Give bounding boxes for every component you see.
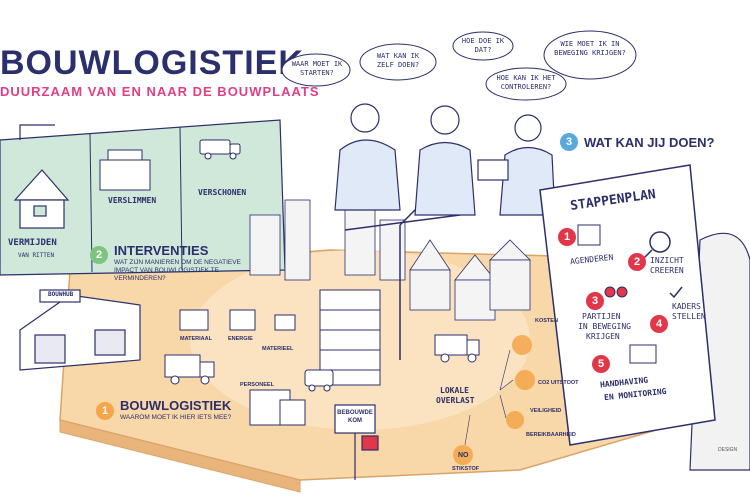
section-2-subtitle: WAT ZIJN MANIEREN OM DE NEGATIEVE IMPACT… [114,259,241,282]
label-stikstof: STIKSTOF [452,466,480,472]
section-1-subtitle: WAAROM MOET IK HIER IETS MEE? [120,414,232,421]
calendar-icon [577,224,601,246]
house-icon [13,169,70,229]
section-2-title: INTERVENTIES [114,243,209,258]
section-3-title: WAT KAN JIJ DOEN? [584,135,715,150]
bouwhub-building [19,289,141,371]
section-3-number: 3 [560,133,578,151]
thought-clouds [281,30,637,101]
step-4-label-1: KADERS [672,302,701,311]
step-2-label-2: CREEREN [650,266,684,275]
monitor-icon [629,344,657,364]
label-kosten: KOSTEN [535,318,558,324]
city-sign [334,404,379,480]
label-veiligheid: VEILIGHEID [530,408,562,414]
page-subtitle: DUURZAAM VAN EN NAAR DE BOUWPLAATS [0,84,320,99]
label-energie: ENERGIE [228,336,253,342]
sign-line-2: KOM [348,418,362,424]
check-icon [669,286,683,299]
apartment-block [319,289,381,386]
hub-building-icon [99,149,151,191]
label-lokale: LOKALE [440,386,469,395]
label-bereikbaarheid: BEREIKBAARHEID [526,432,576,438]
truck-left [164,354,215,385]
van-icon [199,139,241,160]
impact-icons [453,335,535,465]
design-credit: DESIGN [718,447,738,453]
label-verslimmen: VERSLIMMEN [108,196,157,205]
step-1-number: 1 [558,228,576,246]
bubble-text-4: HOE KAN IK HET CONTROLEREN? [496,74,556,91]
step-2-number: 2 [628,253,646,271]
bouwhub-label: BOUWHUB [48,291,74,298]
page-title: BOUWLOGISTIEK [0,44,304,82]
sign-line-1: BEBOUWDE [337,410,373,416]
van-small [304,369,334,392]
step-5-number: 5 [592,355,610,373]
bubble-text-2: WAT KAN IK ZELF DOEN? [376,52,420,69]
step-3-label-3: KRIJGEN [586,332,620,341]
label-van-ritten: VAN RITTEN [18,252,55,259]
person-left [334,103,401,211]
section-1-number: 1 [96,402,114,420]
section-2-number: 2 [90,246,108,264]
step-3-number: 3 [586,292,604,310]
step-3-label-2: IN BEWEGING [578,322,631,331]
people-icon [604,286,628,298]
bubble-text-3: HOE DOE IK DAT? [461,37,505,54]
section-1-title: BOUWLOGISTIEK [120,398,232,413]
truck-right [434,334,480,363]
step-3-label-1: PARTIJEN [582,312,621,321]
person-middle [414,105,476,216]
step-4-number: 4 [650,315,668,333]
step-2-label-1: INZICHT [650,256,684,265]
materials-boxes [179,309,306,426]
label-vermijden: VERMIJDEN [8,238,57,248]
label-overlast: OVERLAST [436,396,475,405]
label-personeel: PERSONEEL [240,382,274,388]
city-buildings [249,199,531,321]
label-materieel: MATERIEEL [262,346,294,352]
step-4-label-2: STELLEN [672,312,706,321]
label-co2: CO2 UITSTOOT [538,380,579,386]
bubble-text-1: WAAR MOET IK STARTEN? [291,60,343,77]
label-verschonen: VERSCHONEN [198,188,247,197]
label-materiaal: MATERIAAL [180,336,212,342]
label-no: NO [458,452,469,459]
bubble-text-5: WIE MOET IK IN BEWEGING KRIJGEN? [554,40,626,57]
